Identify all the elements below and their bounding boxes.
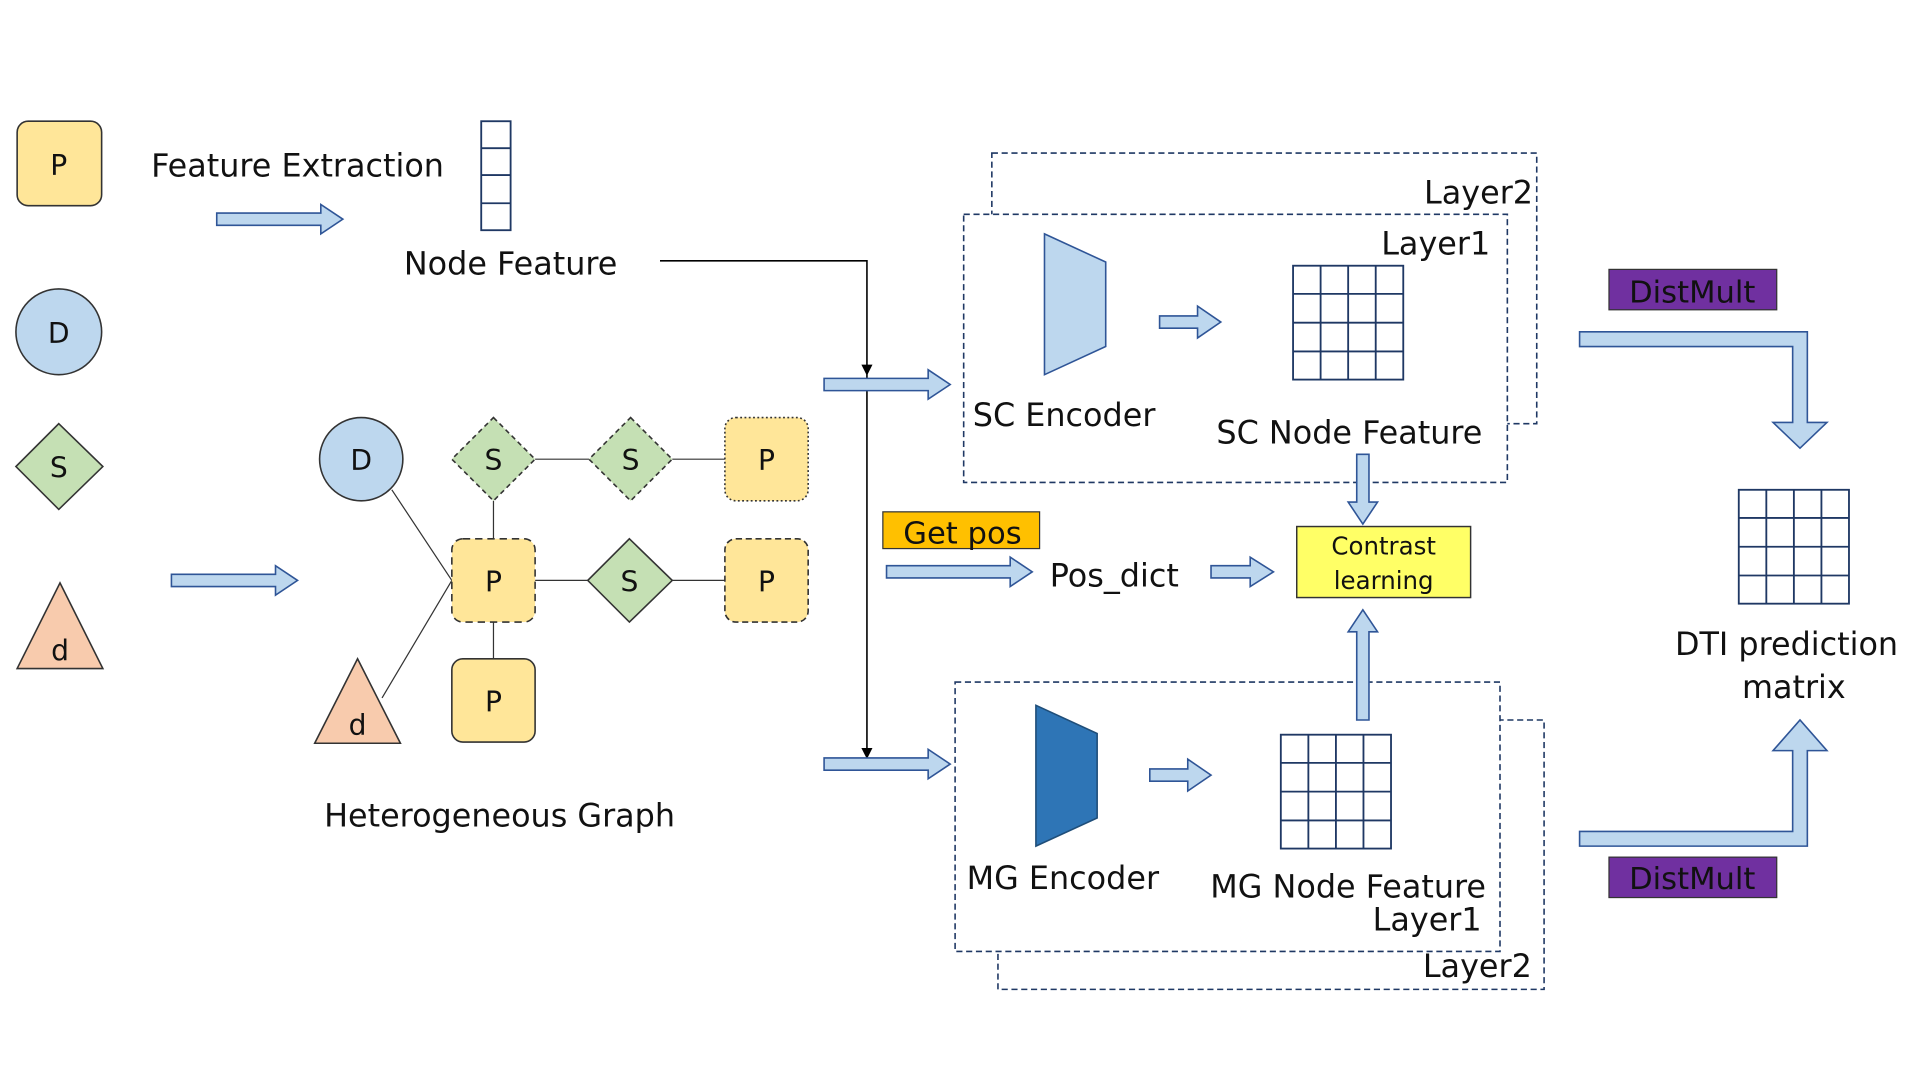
graph-protein-node-bottom <box>451 657 536 743</box>
distmult-bottom-arrow <box>1578 718 1829 847</box>
mg-node-feature-label: MG Node Feature <box>1210 868 1486 906</box>
sc-encoder-label: SC Encoder <box>973 396 1157 434</box>
graph-side-effect-node-center <box>586 537 674 624</box>
graph-disease-node <box>313 657 402 745</box>
sc-layer2-label: Layer2 <box>1424 173 1533 211</box>
sc-layer1-label: Layer1 <box>1381 225 1490 263</box>
dti-label-line1: DTI prediction <box>1675 625 1898 663</box>
contrast-learning-line2: learning <box>1334 566 1434 595</box>
sc-node-feature-matrix <box>1292 264 1405 381</box>
node-feature-label: Node Feature <box>404 244 617 282</box>
mg-encoder-label: MG Encoder <box>967 859 1160 897</box>
graph-drug-label: D <box>350 444 372 477</box>
sc-to-contrast-arrow <box>1346 453 1380 526</box>
mg-encoder-to-feature-arrow <box>1149 757 1213 793</box>
graph-protein-node-top-right <box>724 416 809 502</box>
heterogeneous-graph: D S S P P S P P d Heterogeneous Graph <box>313 416 809 835</box>
graph-protein-node-center-right <box>724 537 809 623</box>
graph-protein-label-top-right: P <box>758 444 775 477</box>
dti-prediction-matrix <box>1737 488 1850 605</box>
mg-encoder-shape <box>1035 704 1098 848</box>
mg-layer2-frame <box>997 719 1545 991</box>
graph-side-effect-label-top-right: S <box>622 444 640 477</box>
graph-protein-node-center <box>451 537 536 623</box>
sc-encoder-shape <box>1043 232 1107 376</box>
mg-layer1-label: Layer1 <box>1373 901 1482 939</box>
node-feature-vector <box>480 120 512 232</box>
graph-side-effect-label-center: S <box>620 565 638 598</box>
mg-to-contrast-arrow <box>1346 608 1380 721</box>
contrast-section: Get pos Pos_dict Contrast learning <box>882 453 1472 721</box>
legend-side-effect-node <box>14 422 104 511</box>
mg-node-feature-matrix <box>1279 733 1392 850</box>
get-pos-label: Get pos <box>903 517 1021 552</box>
legend-protein-node <box>16 120 103 207</box>
sc-encoder-to-feature-arrow <box>1158 304 1223 340</box>
graph-edges <box>381 458 725 699</box>
sc-node-feature-label: SC Node Feature <box>1216 413 1482 451</box>
graph-side-effect-node-top-left <box>450 416 537 502</box>
graph-disease-label: d <box>349 709 367 742</box>
legend: P D S d <box>14 120 105 670</box>
graph-protein-label-bottom: P <box>485 685 502 718</box>
prediction-section: DistMult DTI prediction matrix DistMult <box>1578 268 1898 899</box>
pos-dict-label: Pos_dict <box>1050 557 1179 595</box>
graph-side-effect-node-top-right <box>587 416 674 502</box>
to-sc-encoder-arrow <box>823 368 952 401</box>
node-feature-connector <box>660 260 873 760</box>
to-mg-encoder-arrow <box>823 747 952 781</box>
sc-branch: Layer2 Layer1 SC Encoder SC Node Feature <box>962 152 1538 484</box>
graph-drug-node <box>318 416 404 502</box>
mg-layer2-label: Layer2 <box>1423 947 1532 985</box>
graph-protein-label-center-right: P <box>758 565 775 598</box>
contrast-learning-line1: Contrast <box>1331 532 1436 561</box>
distmult-top-label: DistMult <box>1629 275 1755 310</box>
get-pos-arrow <box>885 555 1034 589</box>
pos-dict-to-contrast-arrow <box>1210 555 1275 588</box>
feature-extraction: Feature Extraction Node Feature <box>151 120 617 282</box>
legend-protein-label: P <box>50 149 67 182</box>
dti-label-line2: matrix <box>1742 668 1846 706</box>
legend-disease-node <box>15 581 105 670</box>
mg-branch: MG Encoder MG Node Feature Layer1 Layer2 <box>954 681 1545 991</box>
graph-side-effect-label-top-left: S <box>485 444 503 477</box>
legend-side-effect-label: S <box>50 452 68 485</box>
distmult-top-box <box>1608 268 1778 311</box>
legend-disease-label: d <box>51 634 69 667</box>
graph-protein-label-center: P <box>485 565 502 598</box>
distmult-top-arrow <box>1578 331 1829 450</box>
contrast-learning-box <box>1296 525 1472 599</box>
distmult-bottom-label: DistMult <box>1629 862 1755 897</box>
graph-title: Heterogeneous Graph <box>324 797 675 835</box>
distmult-bottom-box <box>1608 856 1778 899</box>
feature-extraction-arrow <box>215 203 345 236</box>
legend-to-graph-arrow <box>170 564 299 597</box>
legend-drug-label: D <box>48 317 70 350</box>
get-pos-box <box>882 511 1041 550</box>
legend-drug-node <box>15 288 103 376</box>
feature-extraction-label: Feature Extraction <box>151 146 444 184</box>
